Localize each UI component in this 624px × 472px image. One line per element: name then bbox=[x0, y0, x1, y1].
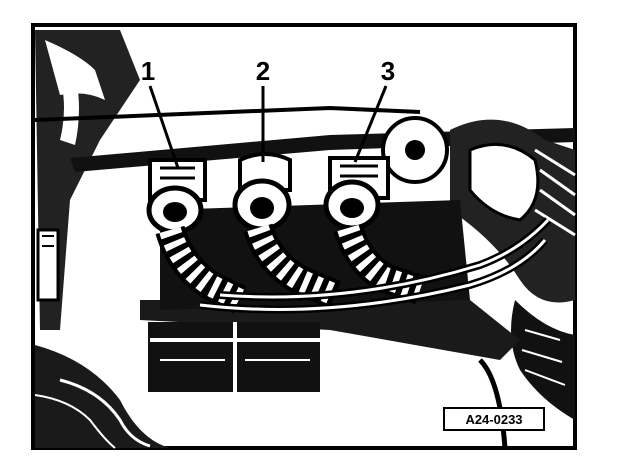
figure-reference: A24-0233 bbox=[443, 407, 545, 431]
engine-bay-drawing bbox=[34, 30, 576, 449]
callout-label-3: 3 bbox=[381, 56, 395, 86]
callout-3: 3 bbox=[353, 56, 395, 163]
plug-boot-1 bbox=[146, 185, 204, 235]
callout-2: 2 bbox=[256, 56, 270, 162]
hose-3 bbox=[333, 223, 425, 305]
plug-boot-2 bbox=[232, 178, 292, 232]
callout-1: 1 bbox=[141, 56, 180, 169]
callout-label-1: 1 bbox=[141, 56, 155, 86]
hose-2 bbox=[243, 223, 341, 309]
plug-boot-3 bbox=[323, 179, 381, 231]
callout-label-2: 2 bbox=[256, 56, 270, 86]
hose-1 bbox=[155, 225, 247, 314]
figure-reference-code: A24-0233 bbox=[465, 412, 522, 427]
